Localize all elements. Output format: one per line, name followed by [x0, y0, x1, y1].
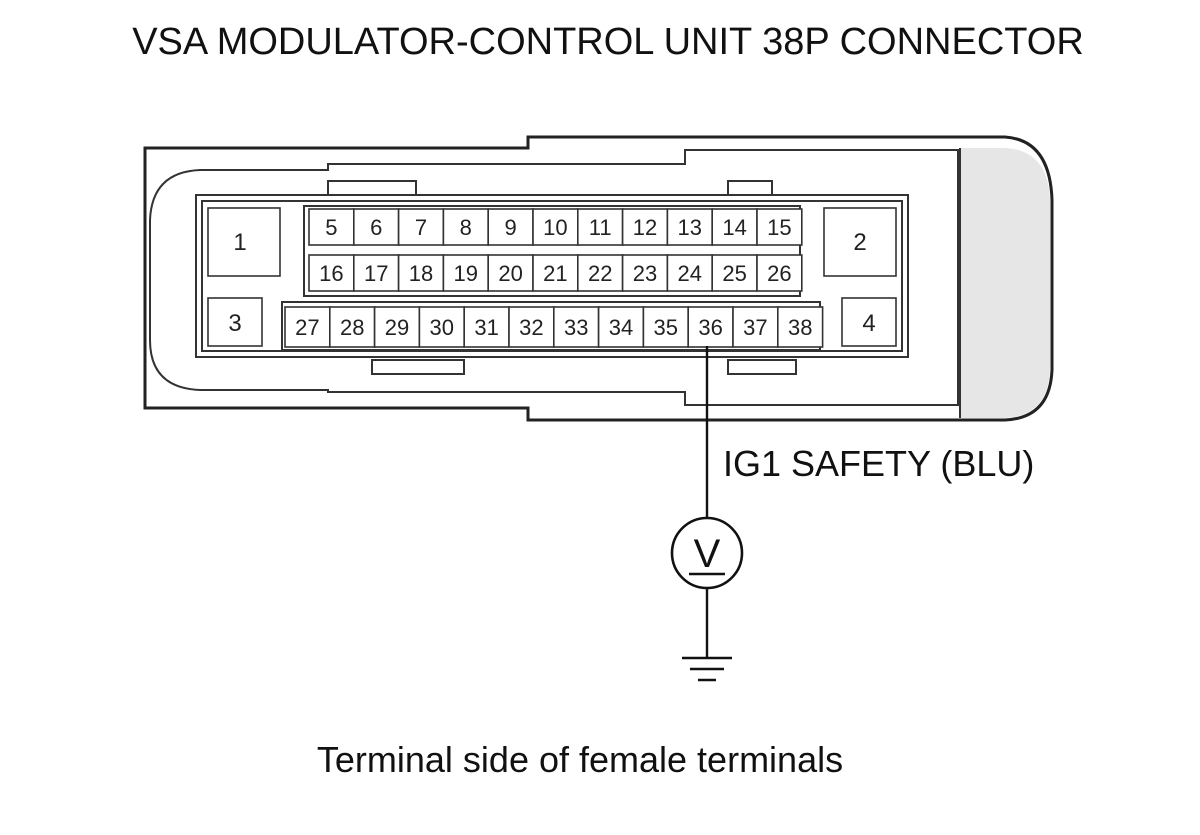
terminal-1	[207, 207, 281, 277]
terminal-7	[397, 208, 445, 246]
terminal-5-label: 5	[325, 215, 337, 240]
terminal-23-label: 23	[633, 261, 657, 286]
terminal-20	[487, 254, 534, 292]
terminal-28-label: 28	[340, 315, 364, 340]
corner-terminals: 1 2 3 4	[207, 207, 897, 347]
terminal-24-label: 24	[678, 261, 702, 286]
diagram-caption: Terminal side of female terminals	[317, 739, 843, 780]
diagram-title: VSA MODULATOR-CONTROL UNIT 38P CONNECTOR	[132, 21, 1084, 63]
terminal-36-label: 36	[698, 315, 722, 340]
terminal-3	[207, 297, 263, 347]
connector-housing	[143, 135, 1054, 422]
terminal-3-label: 3	[228, 310, 241, 337]
terminal-37-label: 37	[743, 315, 767, 340]
terminal-1-label: 1	[233, 229, 246, 256]
terminal-21-label: 21	[543, 261, 567, 286]
terminal-10-label: 10	[543, 215, 567, 240]
terminal-7-label: 7	[415, 215, 427, 240]
terminal-29-label: 29	[385, 315, 409, 340]
terminal-37	[732, 306, 779, 348]
terminal-35	[642, 306, 690, 348]
terminal-23	[621, 254, 669, 292]
terminal-18-label: 18	[409, 261, 433, 286]
terminal-20-label: 20	[498, 261, 522, 286]
terminal-11-label: 11	[589, 215, 612, 240]
terminal-2	[823, 207, 897, 277]
terminal-32-label: 32	[519, 315, 543, 340]
terminal-35-label: 35	[654, 315, 678, 340]
terminal-25	[711, 254, 758, 292]
terminal-8	[442, 208, 489, 246]
terminal-14	[711, 208, 758, 246]
terminal-30-label: 30	[430, 315, 454, 340]
wire-label: IG1 SAFETY (BLU)	[723, 443, 1034, 484]
terminal-6	[352, 208, 400, 246]
terminal-15-label: 15	[767, 215, 791, 240]
voltmeter-symbol: V	[694, 532, 721, 576]
terminal-15	[756, 208, 803, 246]
terminal-14-label: 14	[722, 215, 746, 240]
terminal-21	[532, 254, 579, 292]
terminal-8-label: 8	[460, 215, 472, 240]
terminal-26	[756, 254, 803, 292]
terminal-17-label: 17	[364, 261, 388, 286]
terminal-2-label: 2	[853, 229, 866, 256]
terminal-34	[597, 306, 645, 348]
terminal-9-label: 9	[504, 215, 516, 240]
terminal-38-label: 38	[788, 315, 812, 340]
terminal-32	[508, 306, 555, 348]
terminal-38	[776, 306, 824, 348]
terminal-33	[552, 306, 600, 348]
terminal-22-label: 22	[588, 261, 612, 286]
terminal-18	[397, 254, 445, 292]
terminal-6-label: 6	[370, 215, 382, 240]
terminal-24	[666, 254, 714, 292]
terminal-12-label: 12	[633, 215, 657, 240]
terminal-17	[352, 254, 400, 292]
terminal-16-label: 16	[319, 261, 343, 286]
terminal-13-label: 13	[678, 215, 702, 240]
voltmeter-icon: V	[670, 516, 744, 590]
terminal-26-label: 26	[767, 261, 791, 286]
terminal-9	[487, 208, 534, 246]
terminal-4-label: 4	[862, 310, 875, 337]
terminal-27-label: 27	[295, 315, 319, 340]
ground-icon	[682, 656, 732, 682]
terminal-grid: 5 6 7 8 9 10 11 12 13 14 15 16 17 18 19 20 21 22 23 24 25 26 2…	[284, 208, 824, 348]
terminal-19-label: 19	[454, 261, 478, 286]
terminal-31	[463, 306, 510, 348]
terminal-34-label: 34	[609, 315, 633, 340]
terminal-33-label: 33	[564, 315, 588, 340]
terminal-25-label: 25	[722, 261, 746, 286]
terminal-4	[841, 297, 897, 347]
terminal-31-label: 31	[474, 315, 498, 340]
